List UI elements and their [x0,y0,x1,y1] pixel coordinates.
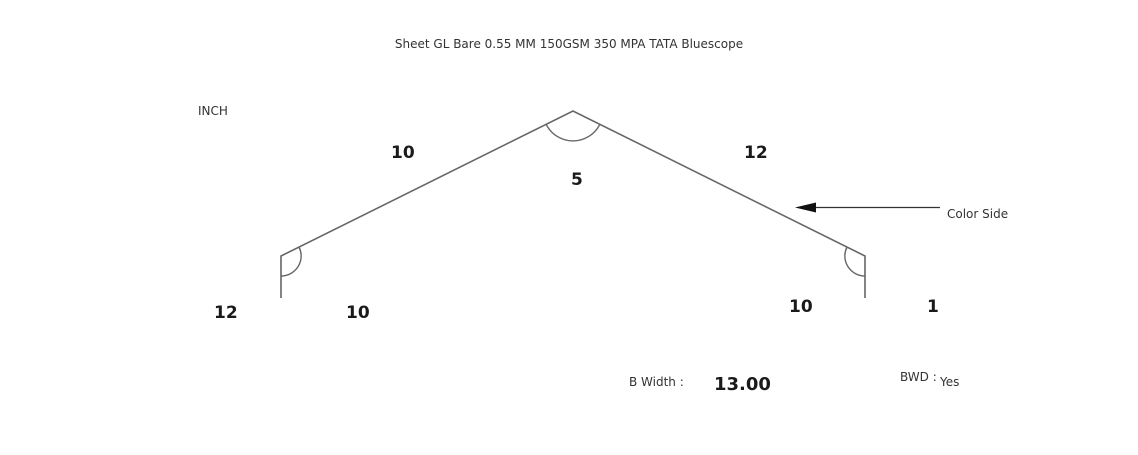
right-slope-length: 12 [744,143,768,163]
left-foot-length: 10 [346,303,370,323]
color-side-arrowhead-icon [795,202,816,213]
sheet-title: Sheet GL Bare 0.55 MM 150GSM 350 MPA TAT… [394,37,744,51]
left-slope-length: 10 [391,143,415,163]
bwd-label: BWD : [900,370,937,384]
right-corner-angle-value: 1 [927,297,939,317]
bwd-value: Yes [940,375,960,389]
right-corner-angle-arc [844,246,866,277]
apex-angle-arc [545,123,601,142]
right-foot-length: 10 [789,297,813,317]
apex-angle-value: 5 [571,170,583,190]
left-corner-angle-value: 12 [214,303,238,323]
b-width-value: 13.00 [714,374,771,395]
b-width-label: B Width : [629,375,684,389]
color-side-label: Color Side [947,207,1009,221]
unit-label: INCH [198,104,228,118]
left-corner-angle-arc [280,246,302,277]
profile-line [280,110,866,298]
